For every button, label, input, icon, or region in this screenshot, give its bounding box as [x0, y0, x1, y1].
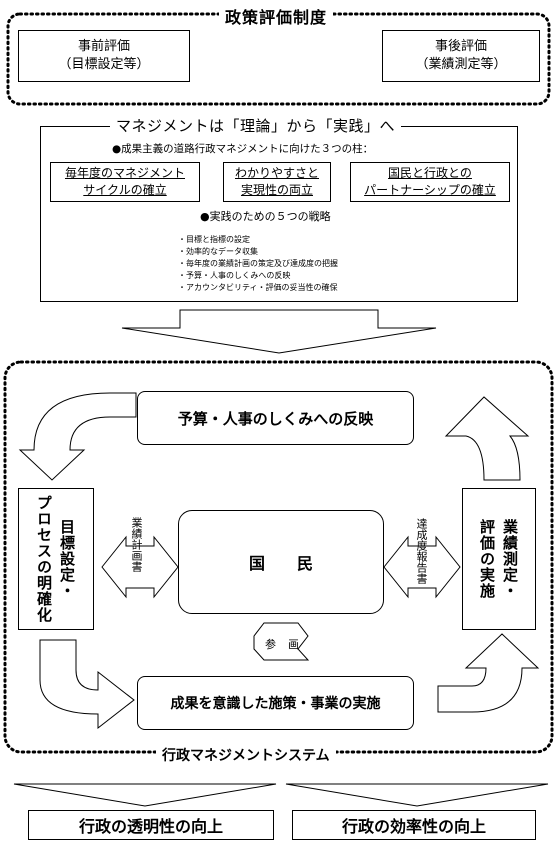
post-eval-line-2: （業績測定等）: [415, 57, 507, 72]
performance-measure-text: 業績測定・ 評価の実施: [477, 519, 521, 599]
participation-arrow: [253, 622, 310, 661]
pre-eval-line-2: （目標設定等）: [58, 57, 150, 72]
pillar-1-line-2: サイクルの確立: [83, 183, 167, 197]
strategy-item: ・アカウンタビリティ・評価の妥当性の確保: [178, 283, 338, 292]
performance-line-1: 業績測定・: [501, 519, 519, 599]
goal-setting-text: 目標設定・ プロセスの明確化: [34, 495, 78, 623]
pre-evaluation-box: 事前評価 （目標設定等）: [18, 30, 190, 82]
pillar-2-line-2: 実現性の両立: [240, 183, 313, 197]
pillar-box-1: 毎年度のマネジメント サイクルの確立: [50, 162, 200, 202]
performance-line-2: 評価の実施: [478, 519, 496, 599]
goal-setting-box: 目標設定・ プロセスの明確化: [18, 488, 94, 630]
pillar-box-3: 国民と行政との パートナーシップの確立: [350, 162, 510, 202]
transparency-box: 行政の透明性の向上: [28, 810, 274, 840]
curve-arrow-top-left: [18, 392, 137, 481]
budget-personnel-box: 予算・人事のしくみへの反映: [137, 391, 414, 445]
pre-eval-line-1: 事前評価: [77, 39, 130, 54]
mgmt-box: [40, 126, 518, 302]
post-evaluation-box: 事後評価 （業績測定等）: [382, 30, 540, 82]
outcome-arrow-left: [13, 783, 277, 807]
goal-setting-line-2: プロセスの明確化: [35, 495, 53, 623]
double-arrow-right: [383, 535, 461, 599]
pillar-3-line-1: 国民と行政との: [388, 166, 472, 180]
pillar-1-line-1: 毎年度のマネジメント: [64, 166, 185, 180]
curve-arrow-bottom-right: [437, 633, 540, 713]
mgmt-system-frame: [3, 360, 554, 754]
achievement-report-label: 達成度報告書: [415, 518, 428, 584]
curve-arrow-bottom-left: [39, 639, 135, 730]
pillar-box-2: わかりやすさと 実現性の両立: [223, 162, 331, 202]
performance-measure-box: 業績測定・ 評価の実施: [462, 488, 536, 630]
strategy-item: ・予算・人事のしくみへの反映: [178, 271, 291, 280]
strategy-item: ・効率的なデータ収集: [178, 247, 258, 256]
mgmt-title: マネジメントは「理論」から「実践」へ: [110, 115, 402, 136]
pillar-2-line-1: わかりやすさと: [234, 166, 319, 180]
mgmt-system-caption: 行政マネジメントシステム: [156, 745, 336, 765]
performance-plan-label: 業績計画書: [130, 517, 143, 572]
efficiency-box: 行政の効率性の向上: [292, 810, 536, 840]
big-down-arrow: [121, 309, 437, 354]
post-eval-line-1: 事後評価: [434, 39, 487, 54]
outcome-arrow-right: [285, 783, 549, 807]
strategies-heading: ●実践のための５つの戦略: [200, 210, 331, 223]
implementation-box: 成果を意識した施策・事業の実施: [137, 676, 414, 730]
goal-setting-line-1: 目標設定・: [58, 519, 76, 599]
strategy-item: ・目標と指標の設定: [178, 235, 250, 244]
curve-arrow-top-right: [444, 396, 530, 481]
participation-label: 参画: [265, 638, 311, 651]
citizens-box: 国 民: [178, 510, 384, 614]
pillars-heading: ●成果主義の道路行政マネジメントに向けた３つの柱：: [112, 143, 374, 155]
strategies-list: ・目標と指標の設定 ・効率的なデータ収集 ・毎年度の業績計画の策定及び達成度の把…: [178, 234, 338, 294]
pillar-3-line-2: パートナーシップの確立: [364, 183, 496, 197]
strategy-item: ・毎年度の業績計画の策定及び達成度の把握: [178, 259, 338, 268]
policy-eval-title: 政策評価制度: [219, 4, 334, 28]
